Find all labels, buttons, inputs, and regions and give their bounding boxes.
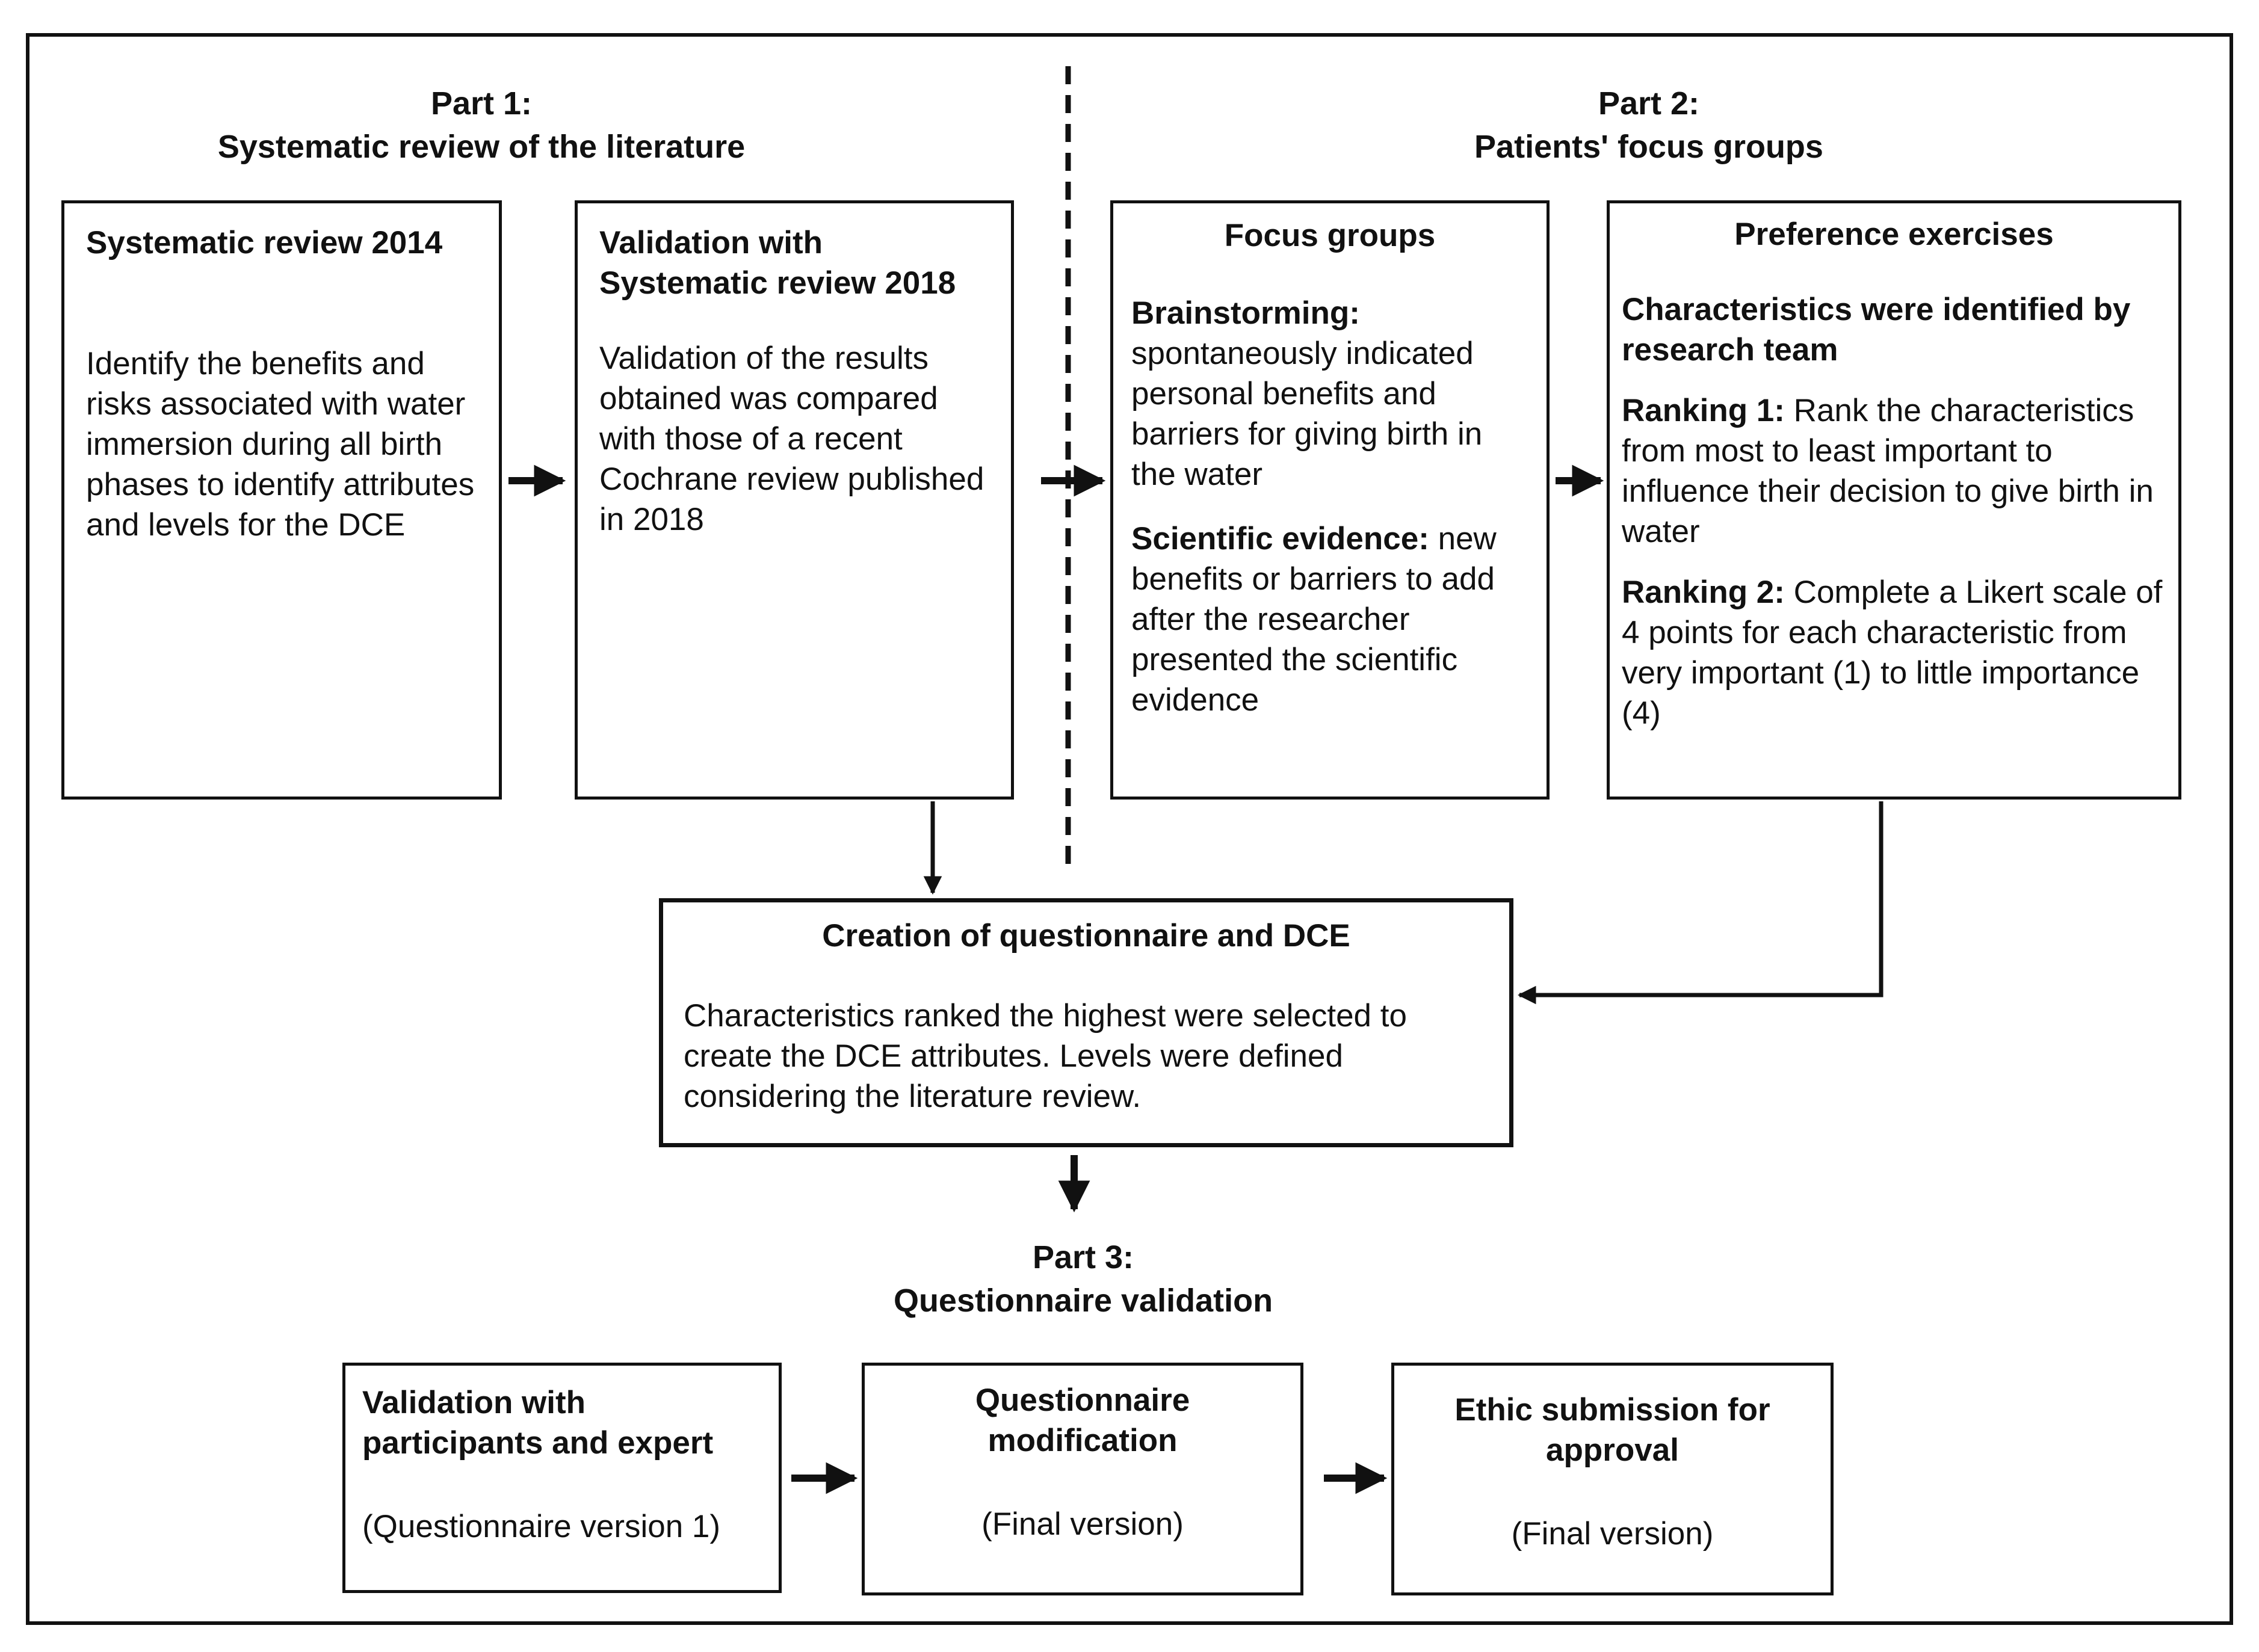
brainstorming-label: Brainstorming: bbox=[1131, 295, 1360, 331]
brainstorming-text: spontaneously indicated personal benefit… bbox=[1131, 336, 1483, 492]
questionnaire-modification-title-line2: modification bbox=[987, 1423, 1178, 1458]
characteristics-identified-text: Characteristics were identified by resea… bbox=[1622, 292, 2131, 368]
validation-review-2018-text: Validation of the results obtained was c… bbox=[599, 341, 984, 537]
validation-participants-box: Validation with participants and expert … bbox=[342, 1363, 782, 1593]
part3-title: Questionnaire validation bbox=[893, 1283, 1273, 1319]
brainstorming-paragraph: Brainstorming: spontaneously indicated p… bbox=[1131, 293, 1528, 495]
part2-label: Part 2: bbox=[1598, 85, 1700, 122]
part3-heading: Part 3: Questionnaire validation bbox=[662, 1236, 1504, 1322]
ethic-submission-title-line1: Ethic submission for bbox=[1454, 1392, 1770, 1428]
questionnaire-modification-title-line1: Questionnaire bbox=[975, 1382, 1190, 1418]
creation-questionnaire-text: Characteristics ranked the highest were … bbox=[684, 998, 1407, 1114]
focus-groups-title: Focus groups bbox=[1224, 218, 1436, 253]
ranking1-text: Rank the characteristics from most to le… bbox=[1622, 393, 2154, 549]
validation-review-2018-title-line1: Validation with bbox=[599, 225, 823, 260]
focus-groups-box: Focus groups Brainstorming: spontaneousl… bbox=[1110, 200, 1550, 800]
validation-review-2018-box: Validation with Systematic review 2018 V… bbox=[575, 200, 1014, 800]
ethic-submission-title-line2: approval bbox=[1546, 1432, 1679, 1468]
scientific-evidence-text: new benefits or barriers to add after th… bbox=[1131, 521, 1497, 718]
part2-title: Patients' focus groups bbox=[1474, 129, 1823, 165]
preference-exercises-title: Preference exercises bbox=[1734, 217, 2054, 252]
systematic-review-2014-text: Identify the benefits and risks associat… bbox=[86, 346, 475, 543]
part1-label: Part 1: bbox=[430, 85, 533, 122]
ranking2-text: Complete a Likert scale of 4 points for … bbox=[1622, 575, 2163, 731]
ranking1-paragraph: Ranking 1: Rank the characteristics from… bbox=[1622, 390, 2166, 552]
ranking1-label: Ranking 1: bbox=[1622, 393, 1785, 428]
systematic-review-2014-box: Systematic review 2014 Identify the bene… bbox=[61, 200, 502, 800]
part1-heading: Part 1: Systematic review of the literat… bbox=[60, 82, 903, 168]
ranking2-label: Ranking 2: bbox=[1622, 575, 1785, 610]
outer-frame bbox=[26, 33, 2233, 1625]
preference-exercises-box: Preference exercises Characteristics wer… bbox=[1607, 200, 2181, 800]
scientific-evidence-label: Scientific evidence: bbox=[1131, 521, 1429, 556]
part3-label: Part 3: bbox=[1032, 1239, 1134, 1275]
arrow-preference-to-creation bbox=[1517, 801, 1884, 1005]
validation-participants-title-line1: Validation with bbox=[362, 1385, 586, 1420]
validation-review-2018-title-line2: Systematic review 2018 bbox=[599, 265, 956, 301]
ranking2-paragraph: Ranking 2: Complete a Likert scale of 4 … bbox=[1622, 572, 2166, 733]
validation-participants-note: (Questionnaire version 1) bbox=[362, 1509, 721, 1544]
part1-title: Systematic review of the literature bbox=[217, 129, 746, 165]
questionnaire-modification-box: Questionnaire modification (Final versio… bbox=[862, 1363, 1303, 1595]
part2-heading: Part 2: Patients' focus groups bbox=[1228, 82, 2070, 168]
ethic-submission-box: Ethic submission for approval (Final ver… bbox=[1391, 1363, 1834, 1595]
creation-questionnaire-title: Creation of questionnaire and DCE bbox=[822, 918, 1350, 954]
systematic-review-2014-title: Systematic review 2014 bbox=[86, 225, 443, 260]
ethic-submission-note: (Final version) bbox=[1511, 1516, 1714, 1552]
creation-questionnaire-box: Creation of questionnaire and DCE Charac… bbox=[659, 898, 1513, 1147]
scientific-evidence-paragraph: Scientific evidence: new benefits or bar… bbox=[1131, 519, 1528, 720]
validation-participants-title-line2: participants and expert bbox=[362, 1425, 714, 1461]
questionnaire-modification-note: (Final version) bbox=[981, 1506, 1184, 1542]
